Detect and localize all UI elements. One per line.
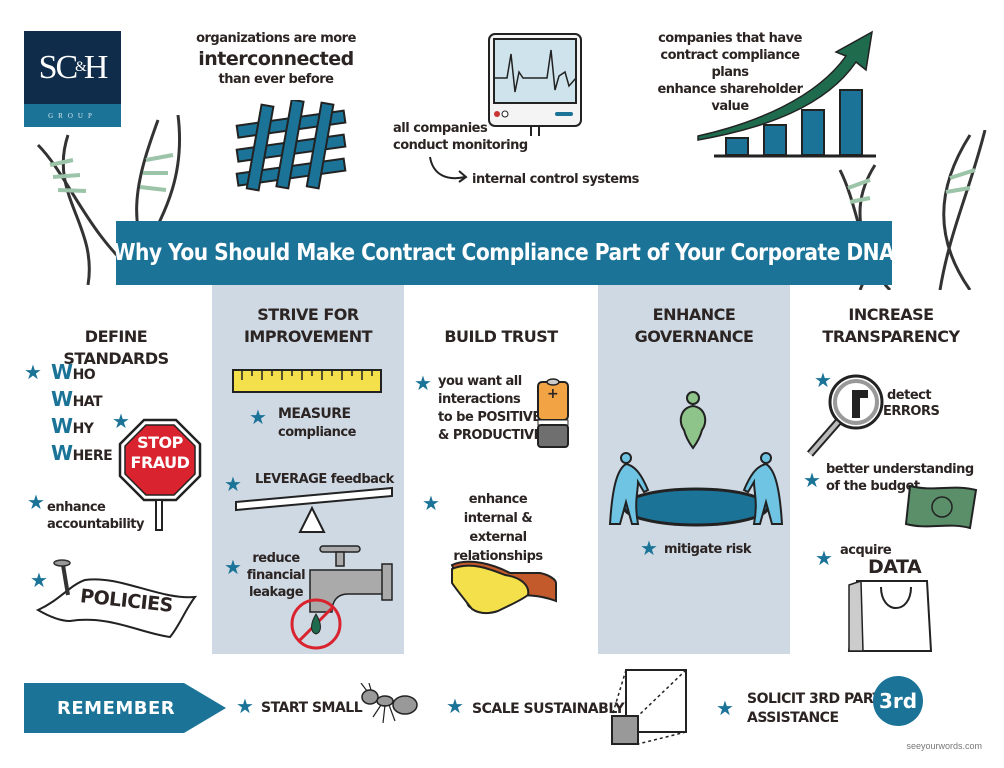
acquire-caption: acquire xyxy=(840,543,892,558)
sch-group-logo: SC&H GROUP xyxy=(24,31,121,127)
star-icon: ★ xyxy=(815,546,833,570)
mitigate-risk-caption: mitigate risk xyxy=(664,542,752,557)
star-icon: ★ xyxy=(27,490,45,514)
star-icon: ★ xyxy=(446,694,464,718)
star-icon: ★ xyxy=(640,536,658,560)
heading-strive-for-improvement: STRIVE FOR IMPROVEMENT xyxy=(243,305,373,346)
heading-enhance-governance: ENHANCE GOVERNANCE xyxy=(634,305,754,346)
policies-banner-icon xyxy=(35,559,198,639)
heading-increase-transparency: INCREASE TRANSPARENCY xyxy=(822,305,960,346)
page-title: Why You Should Make Contract Compliance … xyxy=(113,240,896,266)
star-icon: ★ xyxy=(224,555,242,579)
star-icon: ★ xyxy=(24,360,42,384)
internal-control-caption: internal control systems xyxy=(472,172,639,187)
financial-leakage-caption: reduce financial leakage xyxy=(246,551,306,600)
data-label: DATA xyxy=(868,556,922,578)
star-icon: ★ xyxy=(803,468,821,492)
star-icon: ★ xyxy=(224,472,242,496)
shareholder-caption: companies that have contract compliance … xyxy=(657,31,803,114)
star-icon: ★ xyxy=(716,696,734,720)
interactions-caption: you want all interactions to be POSITIVE… xyxy=(438,374,543,443)
heart-monitor-icon xyxy=(488,33,582,136)
credit-text: seeyourwords.com xyxy=(906,741,982,751)
accountability-caption: enhance accountability xyxy=(47,500,144,532)
leverage-feedback-caption: LEVERAGE feedback xyxy=(255,472,394,487)
ruler-icon xyxy=(232,369,382,393)
solicit-assistance-item: SOLICIT 3RD PARTY ASSISTANCE xyxy=(747,691,892,726)
curved-arrow-icon xyxy=(429,156,468,183)
w-questions-list: WHO WHAT WHY WHERE xyxy=(51,360,113,465)
battery-plus-label: + xyxy=(547,386,559,402)
shopping-bag-icon xyxy=(847,579,933,652)
star-icon: ★ xyxy=(422,491,440,515)
seesaw-icon xyxy=(235,486,393,533)
ant-icon xyxy=(360,683,418,724)
monitoring-caption: all companies conduct monitoring xyxy=(393,121,528,153)
person-green-icon xyxy=(679,391,707,450)
remember-banner: REMEMBER xyxy=(24,683,226,733)
battery-icon xyxy=(537,378,569,448)
measure-compliance-caption: MEASURE compliance xyxy=(278,406,356,440)
growth-chart-icon xyxy=(697,30,876,158)
star-icon: ★ xyxy=(249,405,267,429)
budget-caption: better understanding of the budget xyxy=(826,462,974,494)
third-party-badge: 3rd xyxy=(873,676,923,726)
scale-sustainably-item: SCALE SUSTAINABLY xyxy=(472,701,625,717)
stop-sign-icon xyxy=(118,418,202,531)
relationships-caption: enhance internal & external relationship… xyxy=(453,492,543,564)
star-icon: ★ xyxy=(236,694,254,718)
handshake-icon xyxy=(450,560,557,615)
title-banner: Why You Should Make Contract Compliance … xyxy=(113,221,896,285)
star-icon: ★ xyxy=(814,368,832,392)
dollar-bill-icon xyxy=(904,484,978,530)
magnifying-glass-icon xyxy=(806,374,884,457)
star-icon: ★ xyxy=(30,568,48,592)
heading-build-trust: BUILD TRUST xyxy=(444,327,558,346)
detect-errors-caption: detect ERRORS xyxy=(883,388,940,419)
heading-define-standards: DEFINE STANDARDS xyxy=(63,327,169,368)
star-icon: ★ xyxy=(414,371,432,395)
woven-net-icon xyxy=(235,100,347,192)
interconnected-caption: organizations are more interconnected th… xyxy=(196,31,356,87)
stop-fraud-label: STOP FRAUD xyxy=(130,433,190,472)
faucet-icon xyxy=(290,545,393,650)
start-small-item: START SMALL xyxy=(261,700,363,716)
team-around-table-icon xyxy=(608,452,783,527)
scaling-box-icon xyxy=(611,669,687,745)
star-icon: ★ xyxy=(112,409,130,433)
